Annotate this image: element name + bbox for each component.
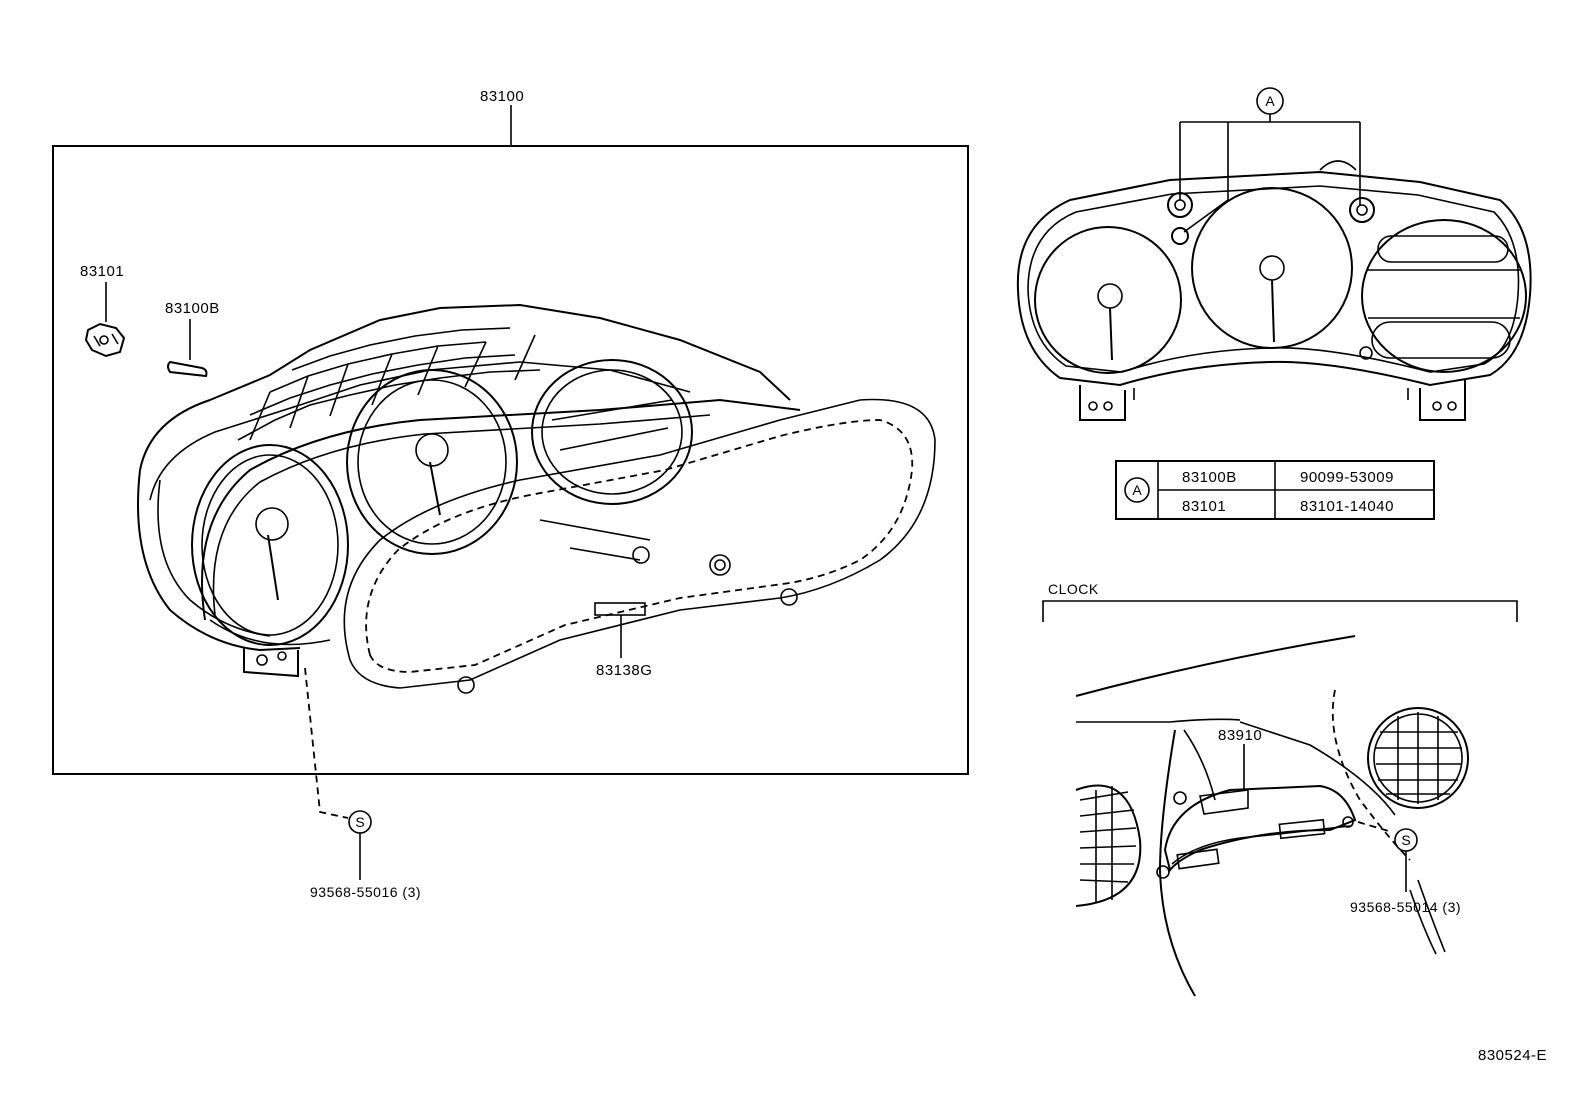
screw-left-marker-letter: S [355,814,364,830]
ref-marker-a-letter: A [1265,93,1275,109]
circuit-plate-icon [84,322,126,358]
screw-right-marker-letter: S [1401,832,1410,848]
clock-bracket [1042,600,1518,622]
glass-number: 83138G [596,662,652,679]
legend-row-part: 83100B [1182,469,1237,486]
screw-right-number: 93568-55014 (3) [1350,899,1461,915]
figure-id: 830524-E [1478,1047,1547,1064]
ref-marker-leaders [1179,114,1361,233]
bulb-number: 83100B [165,300,220,317]
meter-front-view: A [1016,87,1532,421]
circuit-plate-number: 83101 [80,263,124,280]
meter-case [137,303,791,678]
meter-assembly-group: 83100 83101 83100B [52,88,969,900]
meter-dials [191,359,693,646]
legend-table: A 83100B 90099-53009 83101 83101-14040 [1115,460,1435,520]
legend-marker-a-letter: A [1132,482,1142,498]
legend-row-number: 90099-53009 [1300,469,1394,486]
bulb-icon [167,360,208,378]
meter-glass [343,398,936,694]
legend-marker-a [1124,477,1150,503]
assembly-frame [52,145,969,775]
meter-bezel [201,398,801,646]
clock-unit-number: 83910 [1218,727,1262,744]
screw-left-leader [304,667,349,819]
clock-label: CLOCK [1048,581,1099,597]
legend-row-part: 83101 [1182,498,1226,515]
assembly-number: 83100 [480,88,524,105]
case-grid [237,327,541,441]
legend-row-number: 83101-14040 [1300,498,1394,515]
screw-left-number: 93568-55016 (3) [310,884,421,900]
clock-inset: CLOCK 83910 [1042,581,1518,997]
